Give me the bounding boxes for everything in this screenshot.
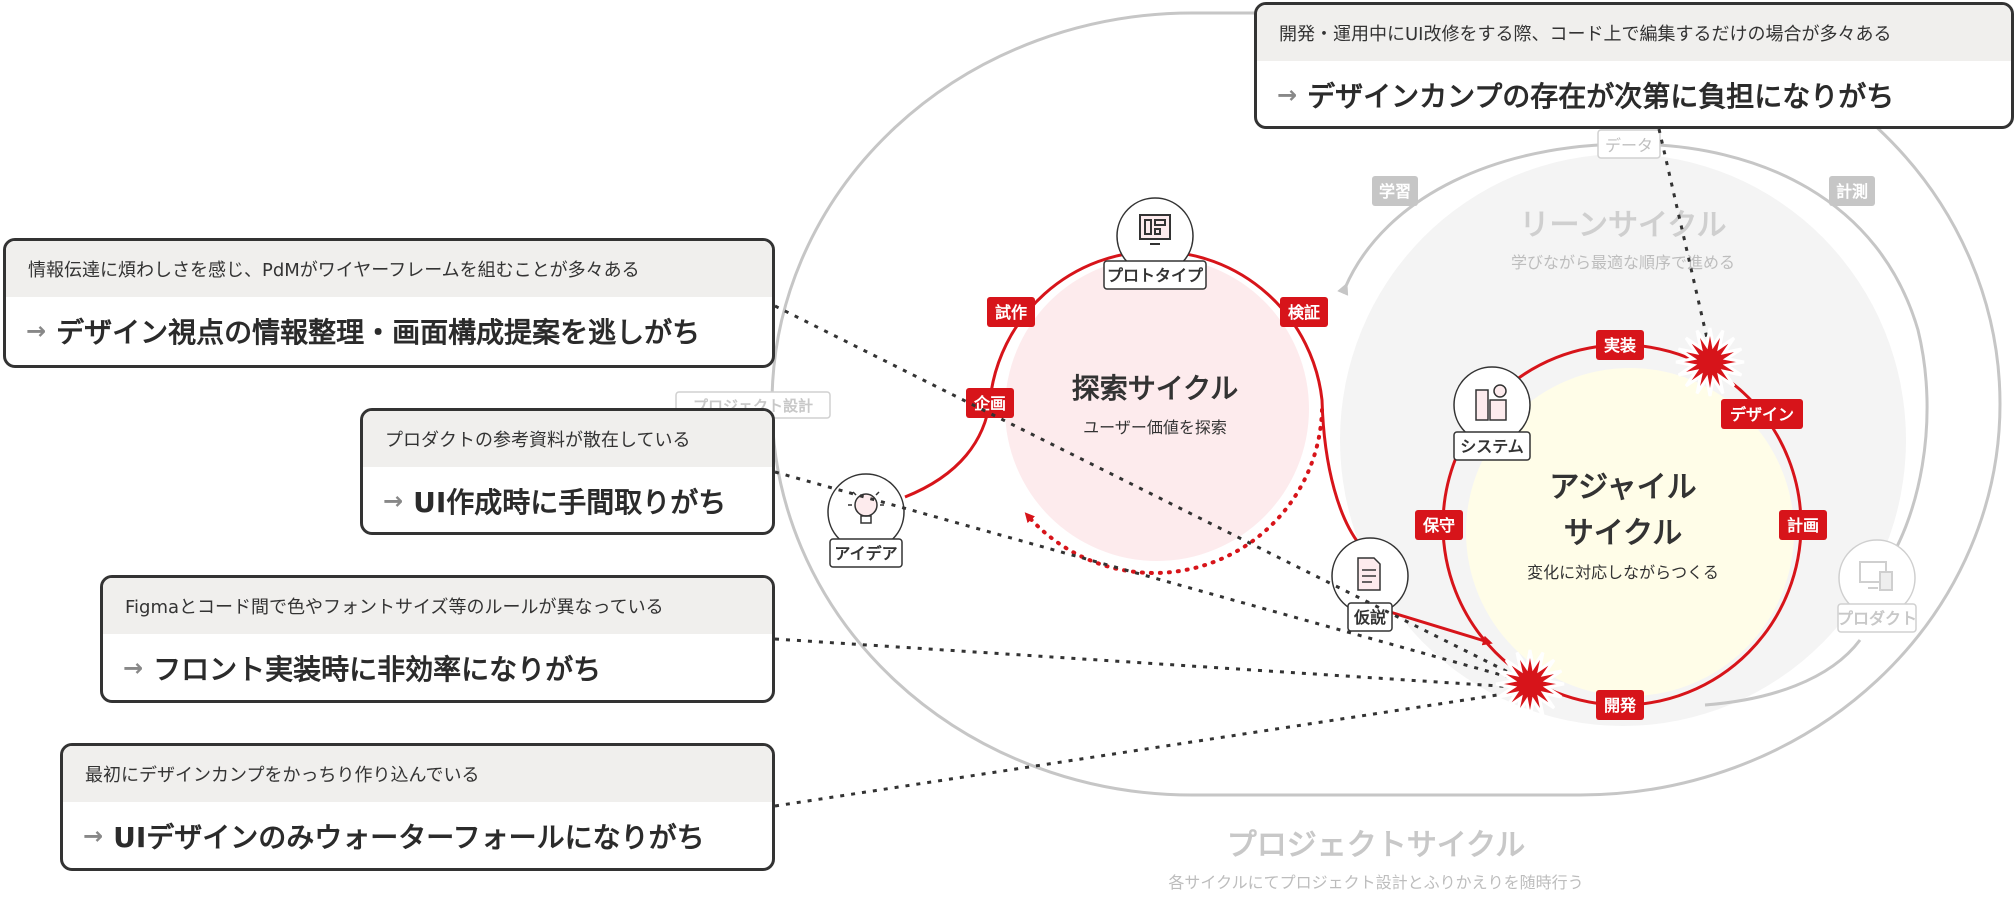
svg-text:データ: データ xyxy=(1605,136,1653,155)
arrow-right-icon: → xyxy=(1277,81,1298,109)
svg-text:プロトタイプ: プロトタイプ xyxy=(1107,266,1204,285)
lean-tag-learn: 学習 xyxy=(1372,176,1418,206)
callout-context: 最初にデザインカンプをかっちり作り込んでいる xyxy=(63,746,772,802)
tag-plan-agile: 計画 xyxy=(1779,510,1827,540)
explore-return-dotted-path xyxy=(1024,408,1324,575)
svg-text:計測: 計測 xyxy=(1836,182,1868,201)
callout-box-rules: Figmaとコード間で色やフォントサイズ等のルールが異なっている →フロント実装… xyxy=(100,575,775,703)
project-cycle-title: プロジェクトサイクル xyxy=(1227,828,1526,863)
svg-text:アイデア: アイデア xyxy=(834,544,897,563)
arrow-right-icon: → xyxy=(83,822,104,850)
lean-tag-measure: 計測 xyxy=(1829,176,1875,206)
lean-cycle-ring xyxy=(1345,142,1929,707)
system-node: システム xyxy=(1453,366,1531,461)
callout-box-wireframe: 情報伝達に煩わしさを感じ、PdMがワイヤーフレームを組むことが多々ある →デザイ… xyxy=(3,238,775,368)
tag-maintain: 保守 xyxy=(1415,510,1463,540)
svg-text:試作: 試作 xyxy=(995,303,1027,322)
connector-lines xyxy=(774,128,1714,808)
tag-design: デザイン xyxy=(1721,399,1803,429)
svg-text:システム: システム xyxy=(1460,437,1524,456)
arrow-right-icon: → xyxy=(26,317,47,345)
lean-tag-data: データ xyxy=(1597,129,1661,159)
monitor-icon xyxy=(1139,214,1171,245)
svg-text:開発: 開発 xyxy=(1604,696,1637,715)
arrow-right-icon: → xyxy=(123,654,144,682)
project-cycle-subtitle: 各サイクルにてプロジェクト設計とふりかえりを随時行う xyxy=(1168,873,1583,892)
explore-cycle-area xyxy=(1005,257,1309,561)
tag-plan-explore: 企画 xyxy=(966,388,1014,418)
tag-verify: 検証 xyxy=(1280,297,1328,327)
callout-problem: →デザイン視点の情報整理・画面構成提案を逃しがち xyxy=(26,316,701,349)
svg-text:実装: 実装 xyxy=(1604,336,1636,355)
agile-cycle-title-line1: アジャイル xyxy=(1549,470,1696,505)
tag-prototype-make: 試作 xyxy=(987,297,1035,327)
svg-text:検証: 検証 xyxy=(1288,303,1320,322)
connector-line xyxy=(774,304,1531,685)
callout-context: Figmaとコード間で色やフォントサイズ等のルールが異なっている xyxy=(103,578,772,634)
callout-problem: →デザインカンプの存在が次第に負担になりがち xyxy=(1277,80,1895,113)
callout-context: プロダクトの参考資料が散在している xyxy=(363,411,772,467)
tag-develop: 開発 xyxy=(1596,690,1644,720)
callout-context: 情報伝達に煩わしさを感じ、PdMがワイヤーフレームを組むことが多々ある xyxy=(6,241,772,297)
svg-text:デザイン: デザイン xyxy=(1730,405,1794,424)
explore-cycle-subtitle: ユーザー価値を探索 xyxy=(1083,418,1227,437)
callout-box-waterfall: 最初にデザインカンプをかっちり作り込んでいる →UIデザインのみウォーターフォー… xyxy=(60,743,775,871)
arrow-right-icon: → xyxy=(383,487,404,515)
prototype-node: プロトタイプ xyxy=(1103,197,1207,290)
agile-cycle-subtitle: 変化に対応しながらつくる xyxy=(1527,563,1719,582)
svg-text:プロダクト: プロダクト xyxy=(1837,609,1917,628)
callout-problem: →UI作成時に手間取りがち xyxy=(383,486,727,519)
problem-burst-icon xyxy=(1495,649,1565,719)
agile-cycle-area xyxy=(1466,368,1794,696)
svg-text:学習: 学習 xyxy=(1379,182,1411,201)
callout-context: 開発・運用中にUI改修をする際、コード上で編集するだけの場合が多々ある xyxy=(1257,5,2011,61)
callout-box-reference: プロダクトの参考資料が散在している →UI作成時に手間取りがち xyxy=(360,408,775,535)
explore-cycle-title: 探索サイクル xyxy=(1072,372,1239,405)
callout-problem: →フロント実装時に非効率になりがち xyxy=(123,653,602,686)
idea-node: アイデア xyxy=(827,473,905,568)
device-icon xyxy=(1859,561,1893,591)
connector-line xyxy=(774,637,1531,690)
problem-burst-icon xyxy=(1675,327,1745,397)
building-cloud-icon xyxy=(1475,384,1507,421)
hypothesis-node: 仮説 xyxy=(1331,537,1409,632)
svg-text:計画: 計画 xyxy=(1787,516,1819,535)
callout-problem: →UIデザインのみウォーターフォールになりがち xyxy=(83,821,705,854)
lean-cycle-subtitle: 学びながら最適な順序で進める xyxy=(1511,253,1735,272)
svg-text:保守: 保守 xyxy=(1422,516,1455,535)
callout-box-design-comp: 開発・運用中にUI改修をする際、コード上で編集するだけの場合が多々ある →デザイ… xyxy=(1254,2,2014,129)
lean-cycle-title: リーンサイクル xyxy=(1520,208,1727,243)
connector-line xyxy=(774,688,1531,808)
tag-implement: 実装 xyxy=(1596,330,1644,360)
product-node: プロダクト xyxy=(1837,539,1917,633)
document-icon xyxy=(1357,557,1381,591)
svg-text:企画: 企画 xyxy=(973,394,1006,413)
svg-text:仮説: 仮説 xyxy=(1353,608,1386,627)
agile-cycle-title-line2: サイクル xyxy=(1564,516,1683,551)
